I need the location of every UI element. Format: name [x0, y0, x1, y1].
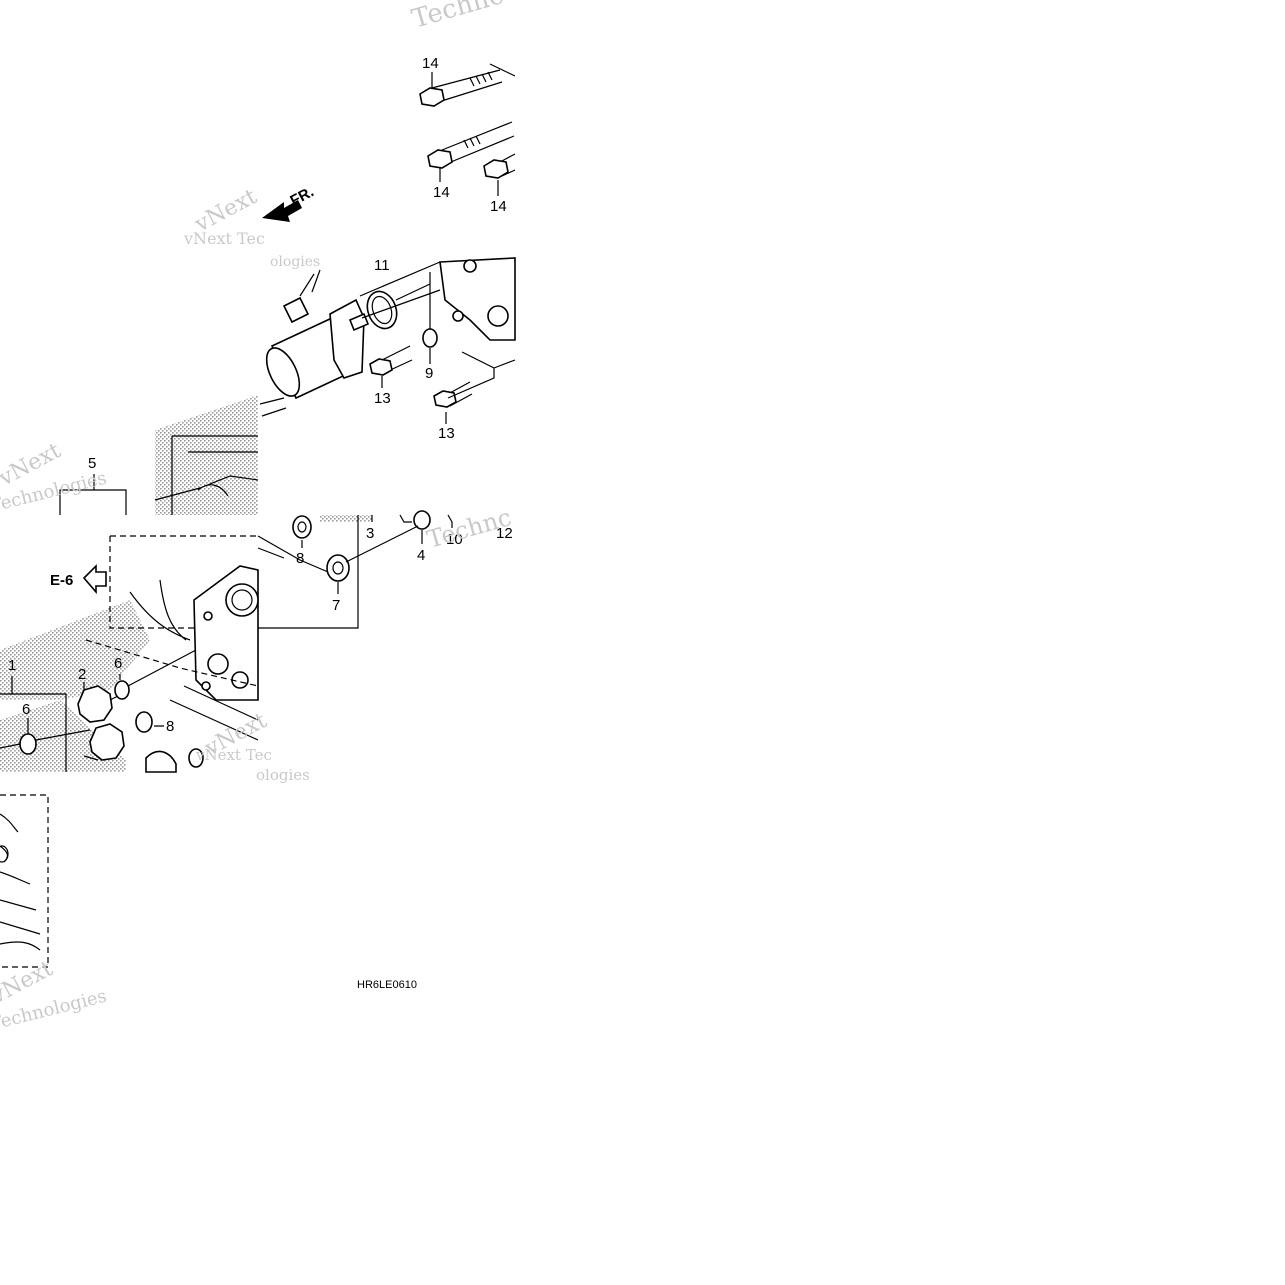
callout-2: 2 — [78, 666, 86, 683]
watermark-text: vNext Tec — [195, 746, 272, 764]
bearing-8-lower — [135, 711, 153, 733]
detail-box — [0, 794, 49, 968]
watermark-text: ologies — [270, 254, 320, 270]
callout-14-right: 14 — [490, 198, 507, 215]
transmission-case — [129, 565, 259, 701]
callout-10: 10 — [446, 531, 463, 548]
shift-motor — [265, 269, 370, 400]
watermark-text: vNext Tec — [183, 229, 265, 248]
callout-13-lower: 13 — [438, 425, 455, 442]
callout-8-upper: 8 — [296, 550, 304, 567]
callout-8-lower: 8 — [166, 718, 174, 735]
flange-bolt-13-upper — [369, 345, 413, 376]
reference-arrow[interactable]: E-6 — [50, 564, 107, 595]
tile-bearings: 8 7 3 4 10 12 Technc — [257, 503, 515, 629]
callout-6-upper: 6 — [114, 655, 122, 672]
bearing-7 — [326, 554, 350, 582]
driven-gear-1 — [83, 723, 125, 761]
callout-13-upper: 13 — [374, 390, 391, 407]
callout-5: 5 — [88, 455, 96, 472]
flange-bolt-14-top — [419, 69, 503, 107]
flange-bolt-14-middle — [427, 121, 515, 169]
callout-3: 3 — [366, 525, 374, 542]
callout-7: 7 — [332, 597, 340, 614]
diagram-code: HR6LE0610 — [357, 979, 417, 991]
callout-14-top: 14 — [422, 55, 439, 72]
bearing-8-upper — [292, 515, 312, 539]
tile-bolts-upper: 14 14 14 FR. Technc vNext Tec vNext — [183, 0, 516, 248]
washer-9 — [422, 328, 438, 348]
shift-drum-plate — [145, 750, 177, 773]
tile-detail-box: vNext Technologies — [0, 794, 109, 1035]
callout-14-middle: 14 — [433, 184, 450, 201]
watermark-text: ologies — [256, 766, 310, 784]
bearing-6-upper — [114, 680, 130, 700]
callout-6-lower: 6 — [22, 701, 30, 718]
callout-11: 11 — [374, 257, 390, 274]
watermark-text: Technc — [424, 503, 515, 554]
tile-gear-case: E-6 1 2 — [0, 535, 310, 784]
tile-shift-motor: 11 9 13 13 ologies — [155, 254, 516, 515]
front-direction-arrow: FR. — [262, 183, 317, 222]
watermark-text: Technc — [409, 0, 507, 35]
washer-small — [188, 748, 204, 768]
washer-4 — [413, 510, 431, 530]
callout-9: 9 — [425, 365, 433, 382]
flange-bolt-14-right — [483, 153, 516, 179]
leader-14-group — [489, 63, 516, 77]
callout-1: 1 — [8, 657, 16, 674]
o-ring-11 — [366, 290, 398, 330]
callout-12: 12 — [496, 525, 513, 542]
callout-4: 4 — [417, 547, 425, 564]
flange-bolt-13-lower — [433, 381, 473, 408]
bearing-6-lower — [19, 733, 37, 755]
reference-label: E-6 — [50, 572, 73, 589]
gear-case-cover — [439, 257, 516, 341]
